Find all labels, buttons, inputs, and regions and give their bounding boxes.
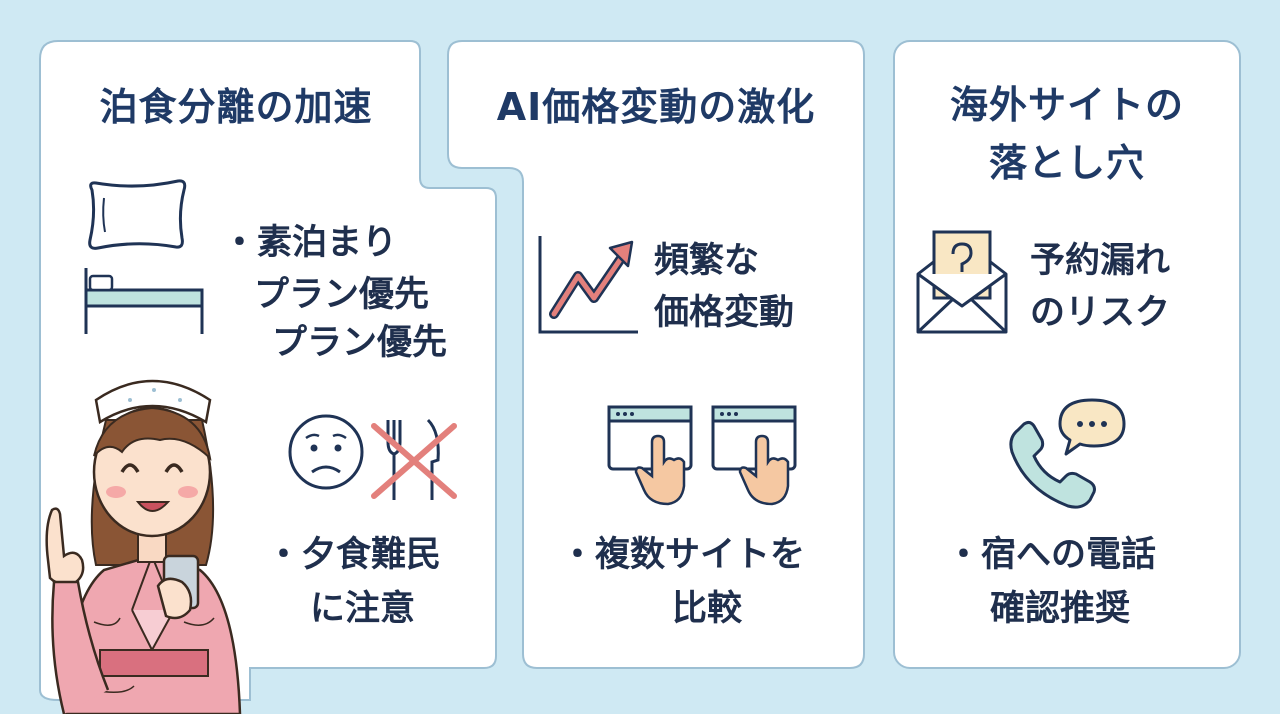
panel-1-point-1-line-1: ・素泊まり <box>222 223 398 263</box>
panel-3-point-2-line-2: 確認推奨 <box>990 589 1131 629</box>
speech-bubble-icon <box>1058 398 1126 456</box>
panel-2-title: AI価格変動の激化 <box>496 85 816 129</box>
panel-3-title-line-2: 落とし穴 <box>988 141 1145 185</box>
panel-1-point-2-line-2: に注意 <box>310 589 416 629</box>
panel-3-point-1-line-2: のリスク <box>1030 293 1171 333</box>
phone-icon <box>1009 420 1096 509</box>
panel-2-point-2-line-1: ・複数サイトを <box>560 535 806 575</box>
bed-icon <box>84 268 204 334</box>
panel-1-point-2-line-1: ・夕食難民 <box>266 535 442 575</box>
envelope-question-icon <box>916 230 1008 334</box>
panel-3-point-1-line-1: 予約漏れ <box>1030 241 1171 281</box>
panel-1-title: 泊食分離の加速 <box>99 85 373 129</box>
worried-face-icon <box>288 414 364 490</box>
browser-click-icon <box>711 405 797 506</box>
panel-1-point-1-line-2: プラン優先 <box>254 275 430 315</box>
rising-chart-icon <box>538 236 638 334</box>
panel-3-title-line-1: 海外サイトの <box>949 83 1184 127</box>
pillow-icon <box>88 179 187 250</box>
browser-click-icon <box>607 405 693 506</box>
panel-2-point-2-line-2: 比較 <box>672 589 743 629</box>
panel-3-point-2-line-1: ・宿への電話 <box>946 535 1157 575</box>
panel-2-point-1-line-2: 価格変動 <box>654 293 795 333</box>
panel-3-card <box>893 40 1241 669</box>
panel-2-point-1-line-1: 頻繁な <box>654 241 760 281</box>
panel-2-card <box>447 40 865 669</box>
fork-knife-crossed-icon <box>371 418 457 500</box>
woman-in-yukata-illustration <box>45 379 242 714</box>
panel-1-point-1-line-3: プラン優先 <box>272 323 448 363</box>
